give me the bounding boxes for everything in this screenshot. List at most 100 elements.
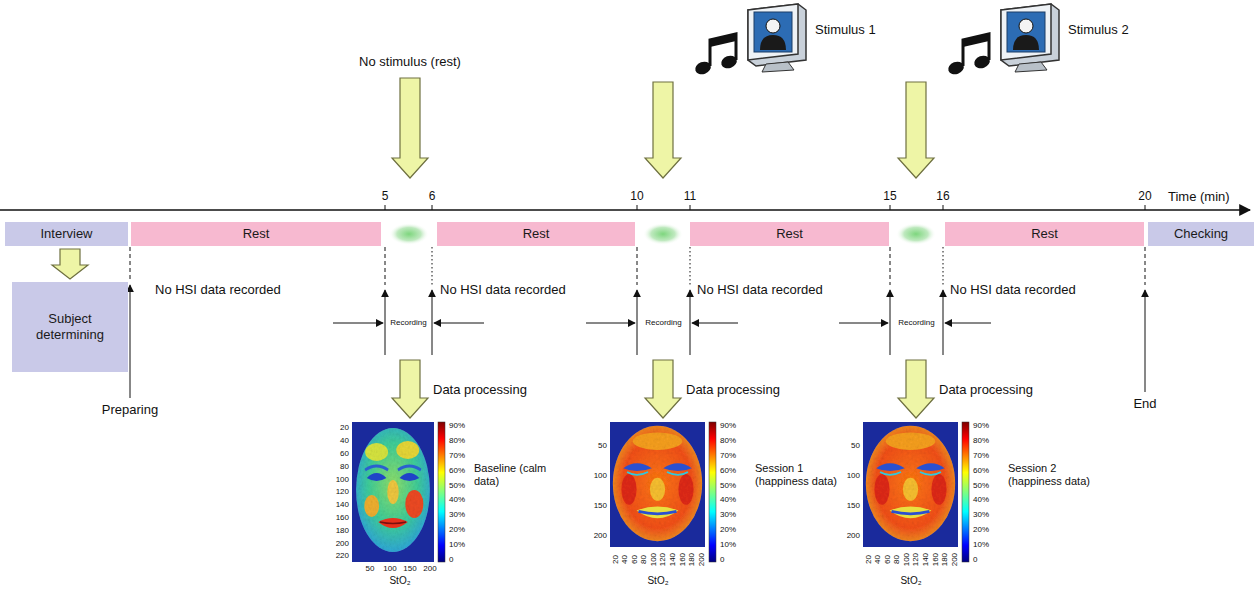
tick-label: 30% — [720, 510, 736, 519]
tick-label: 90% — [720, 421, 736, 430]
annotation: No HSI data recorded — [155, 283, 281, 298]
annotation: 11 — [684, 190, 696, 204]
tick-label: 200 — [594, 531, 607, 540]
annotation: Baseline (calm data) — [474, 462, 552, 487]
tick-label: 160 — [931, 553, 940, 566]
tick-label: 80 — [892, 556, 901, 565]
tick-label: 40% — [720, 495, 736, 504]
annotation: StO₂ — [647, 575, 668, 587]
annotation: StO₂ — [389, 575, 410, 587]
tick-label: 200 — [847, 531, 860, 540]
tick-label: Recording — [390, 318, 426, 327]
tick-label: 200 — [950, 553, 959, 566]
tick-label: 80% — [449, 436, 465, 445]
tick-label: 120 — [336, 487, 349, 496]
node-text: Rest — [1031, 226, 1058, 242]
tick-label: 60% — [973, 466, 989, 475]
node-text: Checking — [1174, 226, 1228, 242]
node-text: Subject determining — [16, 311, 124, 342]
annotation: Time (min) — [1168, 190, 1230, 205]
tick-label: 60 — [883, 556, 892, 565]
tick-label: 100 — [847, 471, 860, 480]
tick-label: 50 — [366, 564, 375, 573]
tick-label: 120 — [658, 553, 667, 566]
tick-label: Recording — [898, 318, 934, 327]
annotation: Session 1 (happiness data) — [755, 462, 855, 487]
annotation: No stimulus (rest) — [359, 55, 461, 70]
phase-band: Checking — [1148, 222, 1254, 246]
tick-label: 100 — [383, 564, 396, 573]
tick-label: 0 — [449, 555, 453, 564]
tick-label: 200 — [336, 539, 349, 548]
tick-label: 20 — [610, 556, 619, 565]
tick-label: 50 — [598, 441, 607, 450]
tick-label: 140 — [668, 553, 677, 566]
tick-label: 20 — [863, 556, 872, 565]
annotation: End — [1133, 397, 1156, 412]
tick-label: 50% — [720, 481, 736, 490]
rest-band: Rest — [690, 222, 889, 246]
node-text: Rest — [243, 226, 270, 242]
tick-label: 20% — [973, 525, 989, 534]
annotation: Data processing — [939, 383, 1033, 398]
annotation: 10 — [630, 190, 643, 204]
annotation: Data processing — [433, 383, 527, 398]
process-box: Subject determining — [12, 282, 128, 372]
tick-label: 100 — [902, 553, 911, 566]
tick-label: 90% — [449, 421, 465, 430]
rest-band: Rest — [945, 222, 1144, 246]
annotation: 5 — [382, 190, 389, 204]
tick-label: 150 — [403, 564, 416, 573]
tick-label: 40% — [973, 495, 989, 504]
annotation: 16 — [936, 190, 949, 204]
annotation: 6 — [429, 190, 436, 204]
tick-label: 160 — [336, 513, 349, 522]
annotation: Data processing — [686, 383, 780, 398]
tick-label: 100 — [336, 475, 349, 484]
tick-label: 20 — [340, 423, 349, 432]
tick-label: 70% — [720, 451, 736, 460]
tick-label: 150 — [847, 501, 860, 510]
tick-label: 30% — [973, 510, 989, 519]
tick-label: 50% — [449, 481, 465, 490]
tick-label: 40% — [449, 495, 465, 504]
tick-label: 40 — [620, 556, 629, 565]
tick-label: 10% — [973, 540, 989, 549]
node-text: Rest — [776, 226, 803, 242]
annotation: No HSI data recorded — [440, 283, 566, 298]
rest-band: Rest — [131, 222, 381, 246]
tick-label: 60 — [630, 556, 639, 565]
tick-label: 70% — [973, 451, 989, 460]
annotation: 20 — [1138, 190, 1151, 204]
tick-label: 100 — [594, 471, 607, 480]
tick-label: 80% — [720, 436, 736, 445]
node-text: Interview — [40, 226, 92, 242]
phase-band: Interview — [5, 222, 128, 246]
tick-label: 180 — [336, 526, 349, 535]
rest-band: Rest — [437, 222, 635, 246]
annotation: 15 — [883, 190, 896, 204]
annotation: Session 2 (happiness data) — [1008, 462, 1108, 487]
tick-label: 50% — [973, 481, 989, 490]
tick-label: 0 — [973, 555, 977, 564]
tick-label: 60 — [340, 449, 349, 458]
tick-label: 200 — [697, 553, 706, 566]
block-arrow — [52, 249, 88, 279]
tick-label: 200 — [423, 564, 436, 573]
tick-label: 10% — [720, 540, 736, 549]
tick-label: 40 — [873, 556, 882, 565]
tick-label: 70% — [449, 451, 465, 460]
tick-label: 220 — [336, 551, 349, 560]
annotation: Preparing — [102, 403, 158, 418]
tick-label: 60% — [449, 466, 465, 475]
tick-label: 80% — [973, 436, 989, 445]
tick-label: 80 — [639, 556, 648, 565]
annotation: No HSI data recorded — [697, 283, 823, 298]
node-text: Rest — [523, 226, 550, 242]
annotation: StO₂ — [900, 575, 921, 587]
tick-label: 80 — [340, 462, 349, 471]
tick-label: 180 — [940, 553, 949, 566]
tick-label: Recording — [645, 318, 681, 327]
tick-label: 10% — [449, 540, 465, 549]
annotation: No HSI data recorded — [950, 283, 1076, 298]
